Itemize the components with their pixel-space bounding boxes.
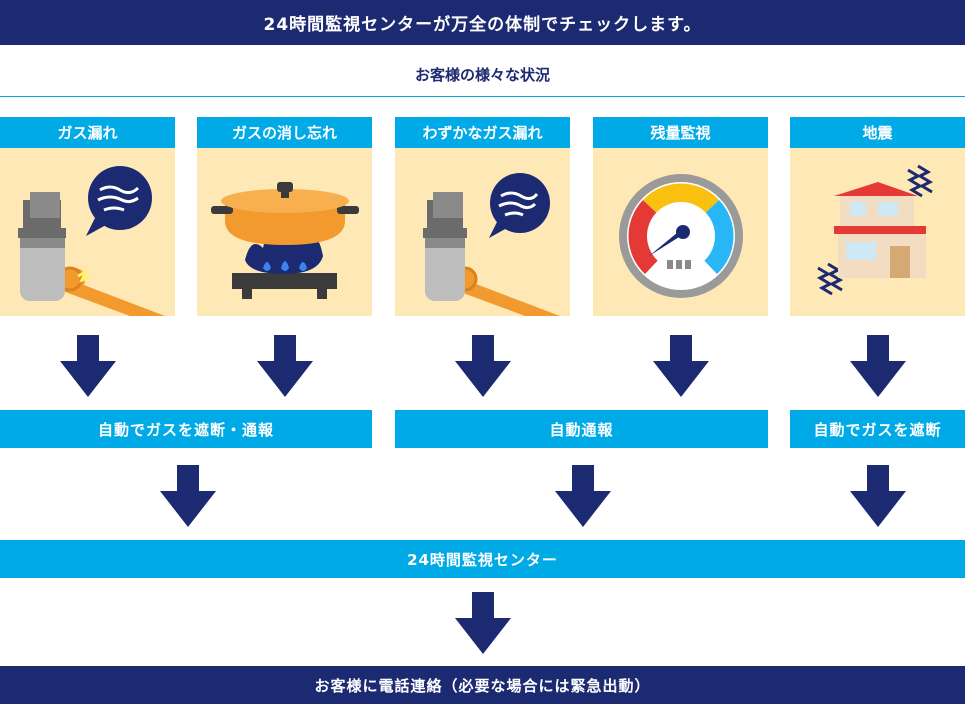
- divider: [0, 96, 965, 97]
- situation-label-forgot-off: ガスの消し忘れ: [197, 117, 372, 148]
- arrow-down-1: [60, 335, 116, 397]
- gas-meter-leak-icon: [18, 166, 165, 316]
- situation-panel-small-leak: [395, 148, 570, 316]
- house-shaking-icon: [816, 164, 934, 296]
- monitoring-center-bar: 24時間監視センター: [0, 540, 965, 578]
- situation-panel-gas-leak: [0, 148, 175, 316]
- arrow-down-9: [455, 592, 511, 654]
- arrow-down-4: [653, 335, 709, 397]
- situation-label-small-leak: わずかなガス漏れ: [395, 117, 570, 148]
- action-label: 自動でガスを遮断・通報: [97, 420, 274, 439]
- situation-panel-remaining: [593, 148, 768, 316]
- gas-meter-small-leak-icon: [423, 173, 560, 316]
- action-label: 自動通報: [549, 420, 614, 439]
- action-auto-shutoff: 自動でガスを遮断: [790, 410, 965, 448]
- subtitle: お客様の様々な状況: [414, 66, 550, 84]
- situation-panel-forgot-off: [197, 148, 372, 316]
- center-label: 24時間監視センター: [407, 550, 558, 569]
- action-shutoff-and-report: 自動でガスを遮断・通報: [0, 410, 372, 448]
- footer-banner: お客様に電話連絡（必要な場合には緊急出動）: [0, 666, 965, 704]
- situation-panel-earthquake: [790, 148, 965, 316]
- situation-label-remaining: 残量監視: [593, 117, 768, 148]
- footer-label: お客様に電話連絡（必要な場合には緊急出動）: [314, 676, 651, 695]
- header-banner: 24時間監視センターが万全の体制でチェックします。: [0, 0, 965, 45]
- pot-on-stove-icon: [211, 182, 359, 299]
- header-title: 24時間監視センターが万全の体制でチェックします。: [263, 15, 702, 35]
- action-label: 自動でガスを遮断: [813, 420, 942, 439]
- arrow-down-6: [160, 465, 216, 527]
- situation-label-gas-leak: ガス漏れ: [0, 117, 175, 148]
- gauge-icon: [619, 174, 743, 298]
- arrow-down-2: [257, 335, 313, 397]
- situation-label-earthquake: 地震: [790, 117, 965, 148]
- arrow-down-3: [455, 335, 511, 397]
- arrow-down-5: [850, 335, 906, 397]
- arrow-down-7: [555, 465, 611, 527]
- action-auto-report: 自動通報: [395, 410, 768, 448]
- arrow-down-8: [850, 465, 906, 527]
